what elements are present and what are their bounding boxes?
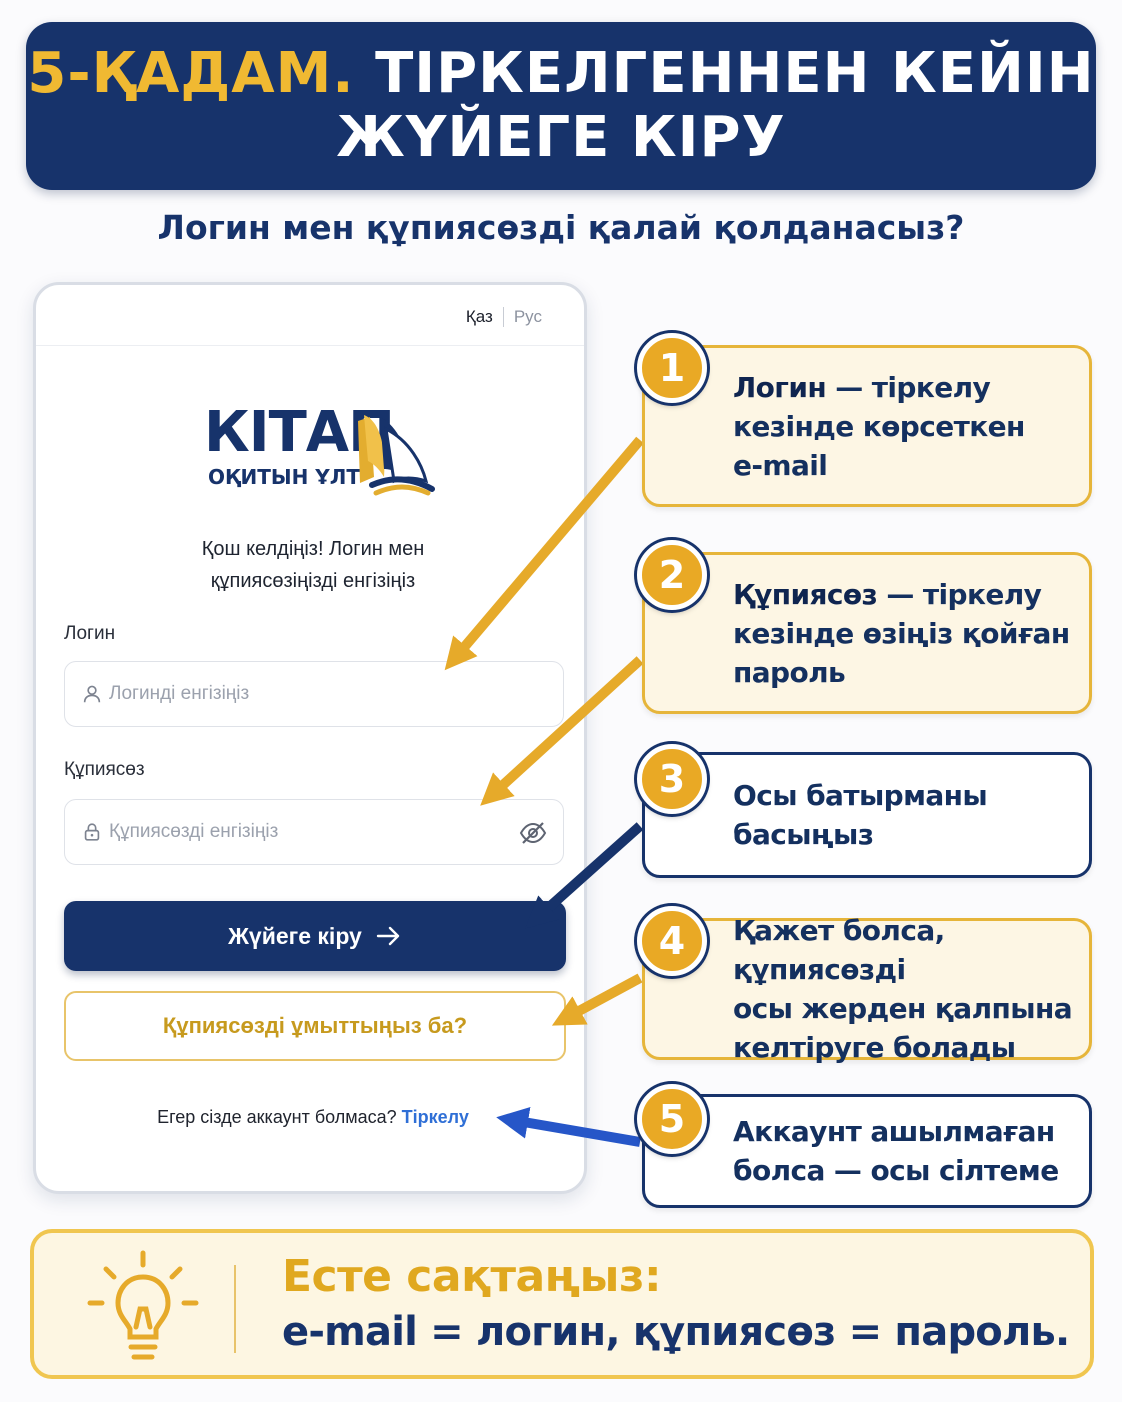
book-logo-icon — [358, 415, 435, 496]
logo: КІТАП ОҚИТЫН ҰЛТ — [204, 403, 444, 498]
step-badge-4: 4 — [637, 906, 707, 976]
welcome-line-2: құпиясөзіңізді енгізіңіз — [210, 570, 416, 592]
step-badge-2: 2 — [637, 540, 707, 610]
password-label: Құпиясөз — [64, 759, 145, 780]
logo-subtitle: ОҚИТЫН ҰЛТ — [208, 465, 361, 489]
callout-2: Құпиясөз — тіркелу кезінде өзіңіз қойған… — [642, 552, 1092, 714]
reminder-body: e-mail = логин, құпиясөз = пароль. — [282, 1309, 1070, 1355]
callout-1-key: Логин — [733, 370, 827, 404]
login-placeholder: Логинді енгізіңіз — [109, 683, 250, 704]
password-input[interactable]: Құпиясөзді енгізіңіз — [64, 799, 564, 865]
callout-2-line-2: кезінде өзіңіз қойған — [733, 616, 1070, 650]
header-divider — [36, 345, 584, 346]
callout-2-rest: — тіркелу — [877, 577, 1042, 611]
welcome-text: Қош келдіңіз! Логин мен құпиясөзіңізді е… — [96, 533, 530, 597]
register-row: Егер сізде аккаунт болмаса? Тіркелу — [36, 1107, 590, 1128]
callout-4: Қажет болса, құпиясөзді осы жерден қалпы… — [642, 914, 1092, 1064]
callout-2-text: Құпиясөз — тіркелу кезінде өзіңіз қойған… — [733, 575, 1070, 692]
login-label: Логин — [64, 623, 116, 644]
eye-off-icon[interactable] — [519, 820, 547, 846]
reminder-box: Есте сақтаңыз: e-mail = логин, құпиясөз … — [30, 1229, 1094, 1379]
callout-3-text: Осы батырманы басыңыз — [733, 776, 988, 854]
callout-4-text: Қажет болса, құпиясөзді осы жерден қалпы… — [733, 911, 1075, 1067]
banner-line-1: 5-ҚАДАМ. ТІРКЕЛГЕННЕН КЕЙІН — [27, 42, 1094, 106]
header-banner: 5-ҚАДАМ. ТІРКЕЛГЕННЕН КЕЙІН ЖҮЙЕГЕ КІРУ — [26, 22, 1096, 190]
lang-russian[interactable]: Рус — [513, 307, 542, 326]
banner-title-2: ЖҮЙЕГЕ КІРУ — [336, 105, 786, 170]
login-screen-mockup: Қаз Рус КІТАП ОҚИТЫН ҰЛТ Қош келдіңіз! Л… — [33, 282, 587, 1194]
callout-1-line-2: кезінде көрсеткен — [733, 409, 1025, 443]
password-placeholder: Құпиясөзді енгізіңіз — [109, 821, 279, 842]
login-button[interactable]: Жүйеге кіру — [64, 901, 566, 971]
forgot-password-label: Құпиясөзді ұмыттыңыз ба? — [162, 1013, 468, 1038]
register-prompt: Егер сізде аккаунт болмаса? — [157, 1107, 397, 1127]
login-input[interactable]: Логинді енгізіңіз — [64, 661, 564, 727]
callout-5: Аккаунт ашылмаған болса — осы сілтеме — [642, 1094, 1092, 1208]
lang-kazakh[interactable]: Қаз — [465, 307, 493, 326]
reminder-title: Есте сақтаңыз: — [282, 1251, 662, 1302]
callout-5-line-1: Аккаунт ашылмаған — [733, 1115, 1055, 1148]
user-icon — [83, 685, 101, 703]
step-badge-1: 1 — [637, 333, 707, 403]
callout-1-rest: — тіркелу — [826, 370, 991, 404]
lang-divider — [502, 307, 504, 327]
language-switcher: Қаз Рус — [466, 307, 542, 327]
callout-5-line-2: болса — осы сілтеме — [733, 1154, 1059, 1187]
login-button-label: Жүйеге кіру — [228, 922, 362, 949]
step-badge-5: 5 — [637, 1084, 707, 1154]
lock-icon — [84, 823, 100, 841]
register-link[interactable]: Тіркелу — [401, 1107, 469, 1127]
arrow-right-icon — [376, 926, 400, 946]
reminder-divider — [234, 1265, 236, 1353]
callout-1-line-3: e-mail — [733, 448, 828, 482]
callout-2-line-3: пароль — [733, 655, 846, 689]
callout-4-line-2: осы жерден қалпына — [733, 992, 1073, 1025]
page-subtitle: Логин мен құпиясөзді қалай қолданасыз? — [157, 208, 965, 247]
callout-4-line-1: Қажет болса, құпиясөзді — [733, 914, 945, 986]
callout-1-text: Логин — тіркелу кезінде көрсеткен e-mail — [733, 368, 1025, 485]
callout-1: Логин — тіркелу кезінде көрсеткен e-mail — [642, 345, 1092, 507]
callout-3: Осы батырманы басыңыз — [642, 752, 1092, 878]
callout-4-line-3: келтіруге болады — [733, 1031, 1016, 1064]
lightbulb-icon — [87, 1250, 199, 1360]
welcome-line-1: Қош келдіңіз! Логин мен — [201, 538, 425, 560]
step-badge-3: 3 — [637, 744, 707, 814]
callout-5-text: Аккаунт ашылмаған болса — осы сілтеме — [733, 1112, 1059, 1190]
forgot-password-button[interactable]: Құпиясөзді ұмыттыңыз ба? — [64, 991, 566, 1061]
callout-3-line-1: Осы батырманы — [733, 779, 988, 812]
callout-2-key: Құпиясөз — [733, 577, 878, 611]
banner-step: 5-ҚАДАМ. — [27, 41, 355, 106]
banner-title-1: ТІРКЕЛГЕННЕН КЕЙІН — [375, 41, 1095, 106]
callout-3-line-2: басыңыз — [733, 818, 874, 851]
